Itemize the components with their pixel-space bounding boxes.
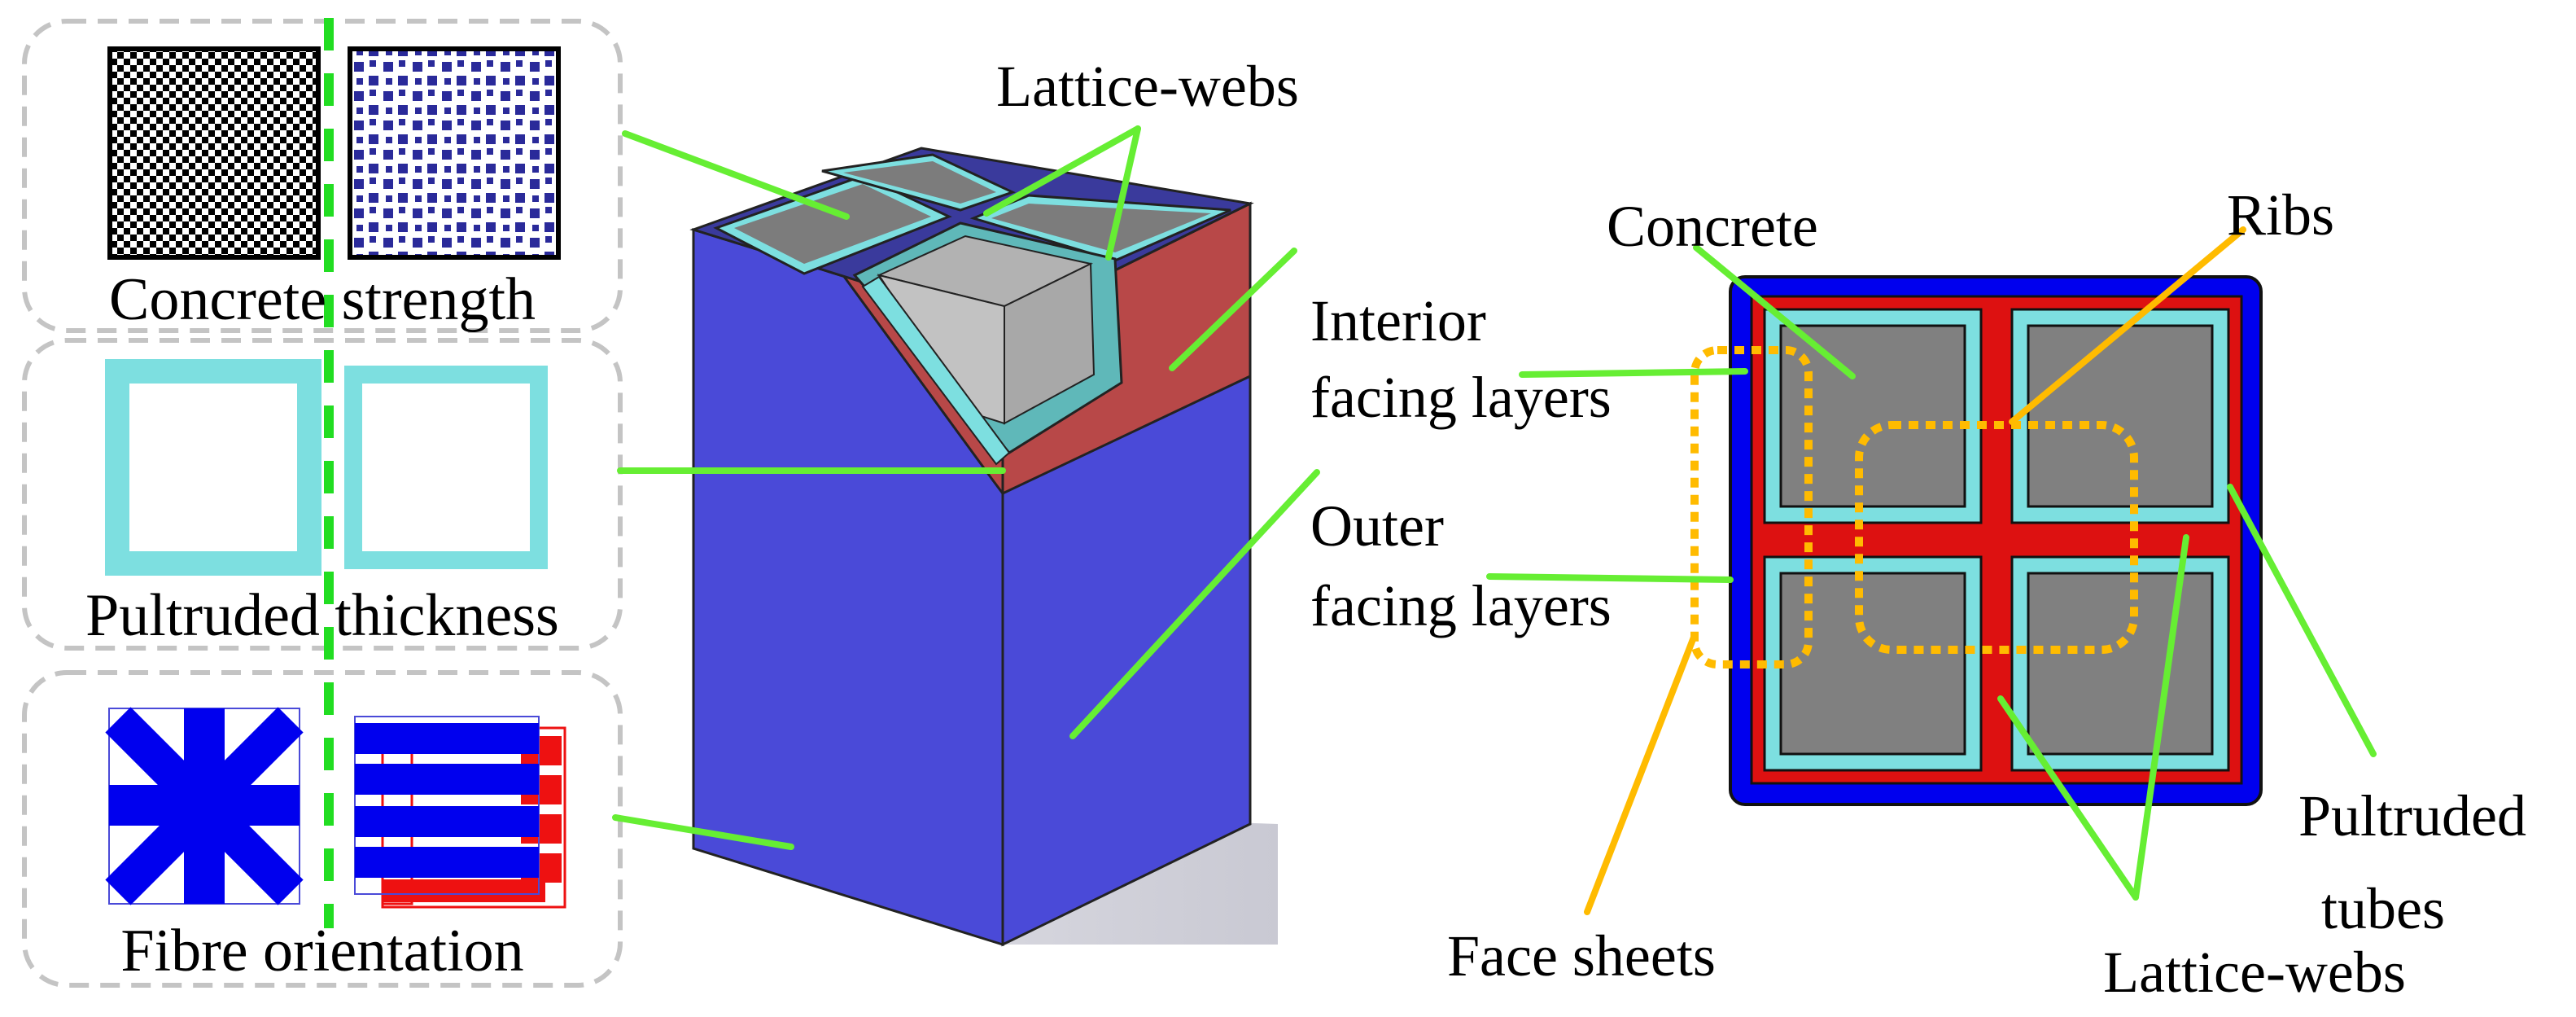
label-lattice-webs-xsec: Lattice-webs bbox=[2103, 940, 2406, 1005]
leader-lattice-webs-c bbox=[1997, 695, 2139, 901]
panel-box-pultruded bbox=[22, 338, 623, 651]
leader-xsec-interior bbox=[1519, 368, 1748, 378]
label-concrete: Concrete bbox=[1607, 194, 1818, 259]
leader-ribs bbox=[2009, 226, 2246, 425]
label-face-sheets: Face sheets bbox=[1447, 923, 1716, 989]
cross-section bbox=[1690, 275, 2263, 806]
leader-interior-facing bbox=[1169, 248, 1297, 371]
left-panel: Concrete strength Pultruded thickness bbox=[22, 18, 623, 988]
label-interior-facing-2: facing layers bbox=[1310, 365, 1612, 430]
label-pultruded-2: tubes bbox=[2321, 876, 2445, 941]
labels: Lattice-webs Interior facing layers Oute… bbox=[996, 54, 2526, 1005]
panel-box-concrete bbox=[22, 19, 623, 333]
cross-ply-fibre-icon bbox=[105, 707, 304, 905]
leader-lattice-webs-a bbox=[983, 125, 1141, 217]
leader-lines bbox=[612, 125, 2377, 915]
panel-box-fibre bbox=[22, 670, 623, 988]
xsec-cell-top-right bbox=[2010, 308, 2230, 524]
column-top-cell-3-core bbox=[991, 204, 1211, 252]
column-top-cell-1-core bbox=[734, 184, 931, 264]
label-lattice-webs-3d: Lattice-webs bbox=[996, 54, 1299, 119]
xsec-cell-bottom-right bbox=[2010, 555, 2230, 772]
leader-face-sheets bbox=[1584, 632, 1698, 915]
leader-xsec-concrete bbox=[1693, 244, 1856, 379]
xsec-cell-top-left bbox=[1763, 308, 1983, 524]
thin-hollow-square-icon bbox=[344, 366, 548, 569]
label-pultruded-thickness: Pultruded thickness bbox=[85, 582, 559, 649]
unidirectional-fibre-icon bbox=[354, 716, 566, 909]
column-top-cell-2-core bbox=[843, 161, 996, 204]
label-pultruded-1: Pultruded bbox=[2298, 783, 2526, 848]
label-outer-facing-2: facing layers bbox=[1310, 573, 1612, 638]
column-inner-cyan-strip bbox=[861, 275, 1011, 466]
label-ribs: Ribs bbox=[2227, 182, 2334, 248]
label-outer-facing-1: Outer bbox=[1310, 493, 1444, 559]
leader-outer-facing bbox=[1069, 469, 1320, 739]
dense-checker-pattern-icon bbox=[107, 46, 321, 260]
leader-pultruded-tubes bbox=[2227, 484, 2377, 757]
ribs-highlight bbox=[1855, 421, 2138, 654]
label-fibre-orientation: Fibre orientation bbox=[120, 918, 523, 984]
leader-lattice-webs-d bbox=[2132, 534, 2189, 901]
leader-fibre-orientation bbox=[612, 814, 794, 850]
leader-lattice-webs-b bbox=[1105, 125, 1141, 261]
thick-hollow-square-icon bbox=[105, 359, 321, 576]
leader-xsec-outer bbox=[1486, 573, 1734, 583]
leader-concrete-strength bbox=[622, 130, 850, 220]
sparse-square-pattern-icon bbox=[348, 46, 561, 260]
column-inner-cube-side bbox=[1004, 262, 1096, 425]
column-3d bbox=[689, 147, 1278, 947]
label-interior-facing-1: Interior bbox=[1310, 288, 1486, 353]
label-concrete-strength: Concrete strength bbox=[109, 266, 536, 333]
face-sheet-highlight bbox=[1690, 346, 1813, 669]
